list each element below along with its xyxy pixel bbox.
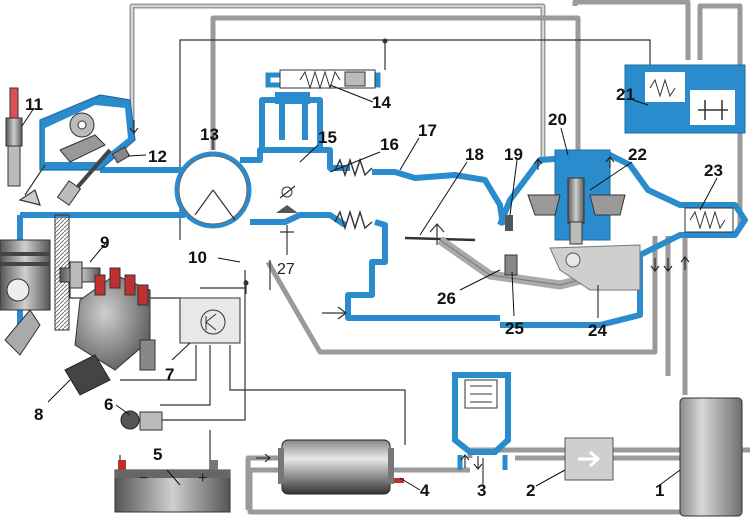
label-4: 4 [420, 481, 430, 500]
leader-lines [21, 84, 718, 491]
label-14: 14 [372, 93, 391, 112]
battery-5 [114, 460, 231, 513]
air-intake [17, 72, 748, 330]
label-18: 18 [465, 145, 484, 164]
fuel-filter-2 [564, 437, 614, 481]
temp-sensor-9 [59, 261, 101, 289]
label-1: 1 [655, 481, 664, 500]
label-9: 9 [100, 233, 109, 252]
label-13: 13 [200, 125, 219, 144]
label-5: 5 [153, 445, 162, 464]
control-unit-7 [179, 297, 241, 344]
label-6: 6 [104, 395, 113, 414]
distributor-8 [64, 267, 156, 396]
piston [0, 239, 51, 356]
label-26: 26 [437, 289, 456, 308]
label-10: 10 [188, 248, 207, 267]
label-11: 11 [25, 95, 43, 114]
label-12: 12 [148, 147, 167, 166]
label-20: 20 [548, 110, 567, 129]
sensor-6 [120, 410, 163, 431]
warmup-regulator-21 [624, 64, 746, 134]
label-25: 25 [505, 319, 524, 338]
battery-minus-sign: − [139, 470, 148, 487]
fuel-distributor-20 [527, 149, 626, 245]
flow-arrows [129, 120, 690, 470]
label-21: 21 [616, 85, 635, 104]
accumulator-3 [452, 372, 511, 470]
label-24: 24 [588, 321, 607, 340]
label-15: 15 [318, 128, 337, 147]
label-17: 17 [418, 121, 437, 140]
fuel-tank-1 [679, 397, 743, 517]
air-chamber-13 [174, 151, 298, 238]
spring-unit-14 [279, 69, 376, 90]
label-22: 22 [628, 145, 647, 164]
label-16: 16 [380, 135, 399, 154]
label-7: 7 [165, 365, 174, 384]
label-2: 2 [526, 481, 535, 500]
label-3: 3 [477, 481, 486, 500]
label-19: 19 [504, 145, 523, 164]
battery-plus-sign: + [198, 470, 207, 487]
pressure-regulator-23 [684, 207, 734, 233]
engine-head [5, 87, 136, 331]
fuel-pump-4 [278, 439, 404, 495]
label-8: 8 [34, 405, 43, 424]
label-27: 27 [277, 261, 295, 278]
label-23: 23 [704, 161, 723, 180]
